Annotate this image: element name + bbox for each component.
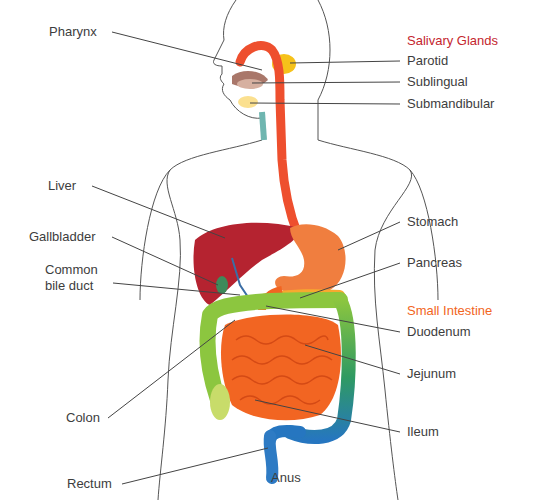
leader-line — [113, 283, 240, 295]
leader-line — [300, 263, 400, 298]
leader-line — [92, 186, 225, 238]
part-label: Rectum — [67, 476, 112, 492]
part-label: Anus — [271, 470, 301, 486]
intestine-loop — [232, 356, 332, 364]
part-label: Colon — [66, 410, 100, 426]
intestine-loops — [232, 336, 332, 404]
trachea — [262, 112, 264, 140]
head-back — [318, 0, 330, 140]
stomach — [275, 224, 345, 295]
leader-line — [108, 320, 235, 418]
leader-line — [255, 400, 400, 432]
part-label: Stomach — [407, 214, 458, 230]
part-label: Liver — [48, 178, 76, 194]
group-heading: Salivary Glands — [407, 33, 498, 49]
leader-line — [252, 82, 400, 83]
part-label: Pharynx — [49, 24, 97, 40]
part-label: Pancreas — [407, 255, 462, 271]
leader-lines — [92, 32, 400, 484]
group-heading: Small Intestine — [407, 303, 492, 319]
part-label: Parotid — [407, 53, 448, 69]
part-label: Common bile duct — [45, 262, 117, 294]
arm-left — [140, 170, 170, 300]
submandibular-gland — [238, 96, 258, 108]
intestine-loop — [236, 336, 328, 344]
leader-line — [338, 222, 400, 250]
leader-line — [112, 237, 218, 285]
body-outline — [140, 0, 438, 500]
part-label: Gallbladder — [29, 229, 96, 245]
cecum — [210, 384, 230, 420]
intestine-loop — [232, 376, 332, 384]
small-intestine — [221, 314, 341, 420]
intestine-loop — [240, 396, 320, 404]
leader-line — [250, 103, 400, 104]
leader-line — [122, 448, 268, 484]
part-label: Ileum — [407, 424, 439, 440]
arm-right — [410, 170, 438, 300]
leader-line — [112, 32, 262, 70]
torso-right — [318, 140, 412, 500]
part-label: Sublingual — [407, 74, 468, 90]
part-label: Duodenum — [407, 324, 471, 340]
esophagus — [240, 46, 298, 235]
part-label: Submandibular — [407, 96, 494, 112]
sublingual-gland — [237, 79, 263, 89]
leader-line — [305, 345, 400, 374]
leader-line — [290, 61, 400, 63]
bile-duct — [232, 258, 250, 300]
leader-line — [266, 306, 400, 332]
part-label: Jejunum — [407, 366, 456, 382]
